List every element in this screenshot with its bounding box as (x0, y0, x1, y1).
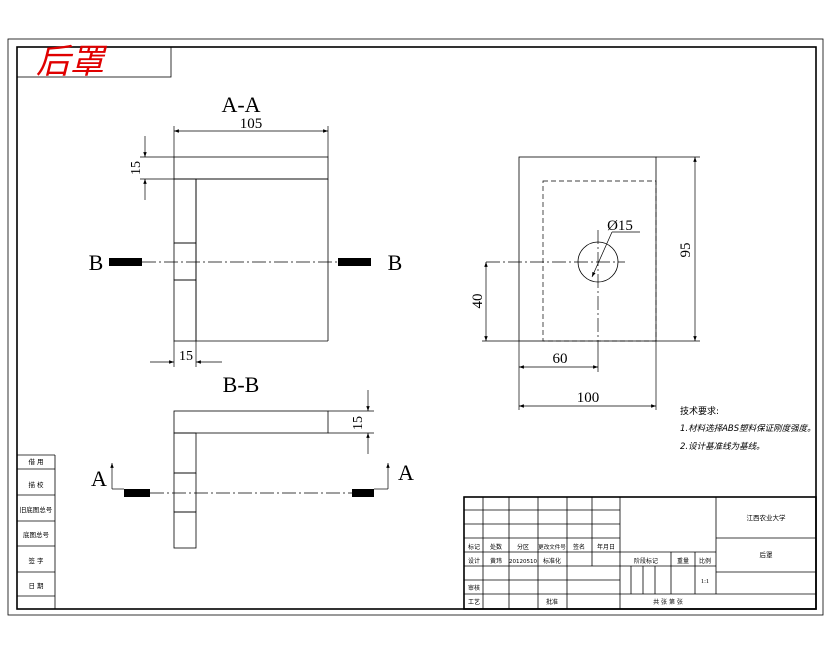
tb-weight-label: 重量 (677, 557, 689, 565)
tb-row-label-1: 处数 (490, 543, 502, 551)
top-dim-hole-x: 60 (553, 351, 568, 367)
aa-dim-width: 105 (240, 116, 263, 132)
aa-marker-left: B (89, 250, 104, 275)
tech-notes: 技术要求: 1.材料选择ABS塑料保证刚度强度。 2.设计基准线为基线。 (680, 405, 816, 452)
plate-outline (518, 156, 657, 342)
side-label-3: 底图总号 (23, 530, 50, 539)
aa-marker-right: B (388, 250, 403, 275)
aa-left-wall-upper (173, 178, 197, 244)
tb-approve-label: 批准 (546, 598, 558, 606)
top-dim-width: 100 (577, 390, 600, 406)
aa-cut-mark-left (109, 258, 142, 266)
side-label-5: 日 期 (28, 582, 44, 590)
tech-notes-heading: 技术要求: (680, 405, 719, 417)
tb-scale-label: 比例 (699, 557, 711, 565)
tb-row-label-4: 签名 (573, 543, 585, 551)
aa-dim-wall: 15 (179, 349, 193, 364)
title-block: 江西农业大学 后罩 标记 处数 分区 更改文件号 签名 年月日 设计 黄玮 20… (463, 496, 817, 610)
bb-marker-right: A (398, 460, 414, 485)
tech-notes-line2: 2.设计基准线为基线。 (680, 441, 765, 452)
top-dim-height: 95 (678, 243, 694, 258)
bb-cut-mark-right (352, 489, 374, 497)
section-bb-title: B-B (223, 372, 260, 397)
side-label-4: 签 字 (28, 556, 44, 565)
aa-cut-mark-right (338, 258, 371, 266)
inner-hidden-outline (542, 180, 657, 342)
aa-top-wall (173, 156, 329, 180)
tech-notes-line1: 1.材料选择ABS塑料保证刚度强度。 (680, 423, 816, 434)
bb-left-wall-lower (173, 511, 197, 549)
tb-stage-label: 阶段标记 (634, 557, 658, 565)
bb-cut-mark-left (124, 489, 150, 497)
side-label-0: 借 用 (28, 457, 43, 466)
tb-row-label-5: 年月日 (597, 543, 615, 551)
bb-left-wall-upper (173, 432, 197, 474)
side-label-2: 旧底图总号 (20, 505, 53, 514)
bb-top-wall (173, 410, 329, 434)
tb-design-2: 20120510 (509, 559, 537, 565)
top-dim-hole-y: 40 (470, 294, 486, 309)
tb-row-label-3: 更改文件号 (538, 543, 566, 551)
tb-audit-label: 审核 (468, 584, 480, 592)
outer-frame (7, 38, 824, 616)
tb-row-label-2: 分区 (517, 543, 529, 551)
bb-dim-top: 15 (351, 416, 366, 430)
inner-frame (16, 46, 817, 610)
tb-school: 江西农业大学 (747, 513, 787, 522)
tb-scale-value: 1:1 (701, 578, 709, 585)
side-label-1: 描 校 (28, 480, 44, 489)
bb-marker-left: A (91, 466, 107, 491)
tb-process-label: 工艺 (468, 598, 480, 606)
tb-design-1: 黄玮 (490, 557, 502, 565)
tb-sheets-label: 共 张 第 张 (653, 598, 683, 606)
stamp-box (16, 46, 172, 78)
aa-dim-top: 15 (129, 161, 144, 175)
top-dim-hole: Ø15 (607, 218, 633, 234)
top-view: Ø15 95 40 60 100 (470, 156, 700, 410)
section-aa-title: A-A (221, 92, 260, 117)
tb-part-name: 后罩 (760, 550, 774, 559)
tb-design-3: 标准化 (543, 557, 561, 565)
tb-row-label-0: 标记 (468, 543, 480, 551)
section-bb: B-B A A 15 (91, 372, 414, 549)
side-table: 借 用 描 校 旧底图总号 底图总号 签 字 日 期 (17, 454, 56, 609)
tb-design-0: 设计 (468, 557, 480, 565)
section-aa: A-A B B 105 15 15 (89, 92, 403, 367)
aa-left-wall-lower (173, 279, 197, 342)
stamp-text: 后罩 (36, 42, 108, 82)
